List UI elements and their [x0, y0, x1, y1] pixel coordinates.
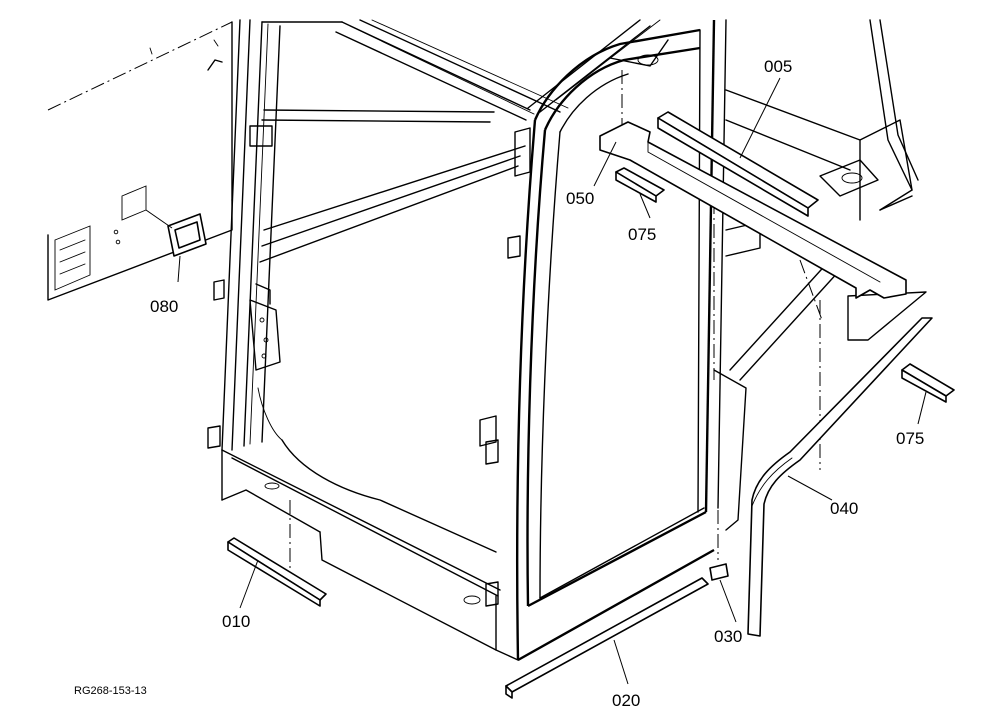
part-075-seal-upper — [615, 167, 665, 203]
callout-080: 080 — [150, 297, 178, 316]
part-020-seal — [505, 577, 709, 699]
callout-040: 040 — [830, 499, 858, 518]
part-050-bracket — [599, 121, 907, 299]
part-030-block — [709, 563, 729, 581]
left-side-panel — [47, 21, 233, 301]
part-005-seal — [657, 111, 819, 217]
callout-075-upper: 075 — [628, 225, 656, 244]
callout-010: 010 — [222, 612, 250, 631]
callout-050: 050 — [566, 189, 594, 208]
part-080-grommet — [167, 213, 207, 257]
part-040-trim — [747, 317, 933, 637]
cab-frame — [207, 19, 927, 662]
part-010-seal — [227, 537, 327, 607]
part-075-seal-right — [901, 363, 955, 403]
callout-020: 020 — [612, 691, 640, 710]
drawing-reference: RG268-153-13 — [74, 685, 147, 697]
callout-005: 005 — [764, 57, 792, 76]
callout-075-right: 075 — [896, 429, 924, 448]
callout-030: 030 — [714, 627, 742, 646]
